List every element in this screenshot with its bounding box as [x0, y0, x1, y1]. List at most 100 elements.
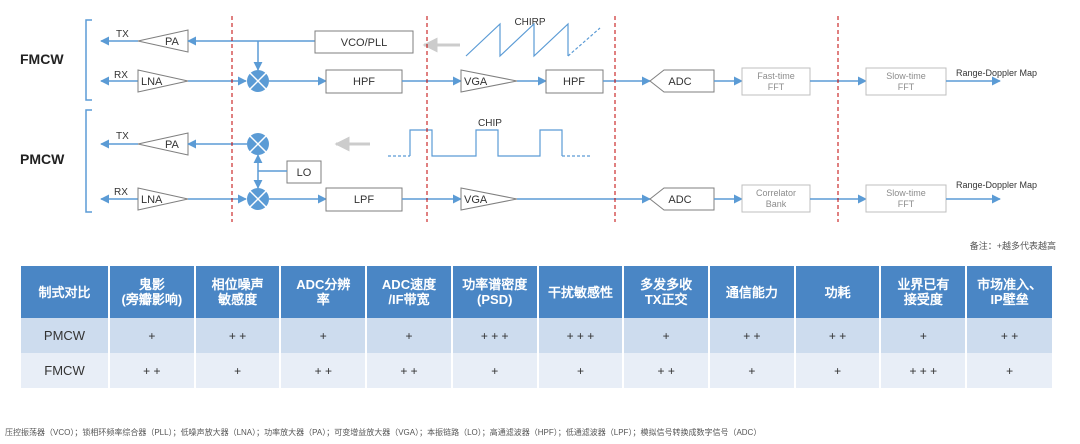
table-cell: + + [623, 353, 711, 388]
fmcw-fast-fft-label-2: FFT [768, 82, 785, 92]
header-text-line: (PSD) [477, 292, 513, 307]
pmcw-vga-amplifier [460, 187, 518, 211]
table-header-cell: ADC分辨率 [280, 266, 368, 318]
pmcw-rx-mixer-icon [247, 188, 269, 210]
fmcw-tx-label: TX [116, 29, 129, 40]
header-text-line: (旁瓣影响) [121, 292, 183, 307]
block-diagram: FMCW TX PA VCO/PLL CHIRP RX LNA HPF VGA … [20, 16, 1037, 222]
pmcw-chip-waveform [409, 129, 563, 157]
pmcw-pa-amplifier [137, 132, 189, 156]
table-cell: + + + [880, 353, 968, 388]
header-text-line: IP壁垒 [990, 292, 1029, 307]
pmcw-tx-mixer-icon [247, 133, 269, 155]
table-header-cell: 鬼影(旁瓣影响) [109, 266, 196, 318]
table-header-cell: 业界已有接受度 [880, 266, 968, 318]
header-text: 制式对比 [38, 284, 91, 300]
table-header-cell: 相位噪声敏感度 [194, 266, 282, 318]
fmcw-slow-fft-block [865, 67, 947, 96]
table-cell: + + [966, 318, 1052, 353]
fmcw-hpf1-label: HPF [353, 76, 375, 88]
table-cell: + [451, 353, 539, 388]
table-cell: + + + [537, 318, 625, 353]
table-cell: + [280, 318, 368, 353]
table-header-cell: ADC速度/IF带宽 [366, 266, 453, 318]
header-text-line: /IF带宽 [388, 292, 430, 307]
table-cell: + [623, 318, 711, 353]
pmcw-chip-label: CHIP [478, 118, 502, 129]
pmcw-vga-label: VGA [464, 194, 488, 206]
pmcw-lo-block [286, 160, 322, 184]
table-header-row: 制式对比 鬼影(旁瓣影响) 相位噪声敏感度 ADC分辨率 ADC速度/IF带宽 … [21, 266, 1052, 318]
fmcw-title: FMCW [20, 51, 64, 67]
table-row-pmcw: PMCW + + + + + + + + + + + + + + + + + +… [21, 318, 1052, 353]
fmcw-hpf2-label: HPF [563, 76, 585, 88]
table-cell: + [794, 353, 882, 388]
pmcw-tx-label: TX [116, 131, 129, 142]
pmcw-slow-fft-block [865, 184, 947, 213]
header-text-line: ADC速度 [381, 277, 437, 292]
header-text-line: 敏感度 [218, 292, 258, 307]
table-cell: + + [280, 353, 368, 388]
fmcw-vco-pll-block [314, 30, 414, 54]
pmcw-title: PMCW [20, 151, 65, 167]
pmcw-lna-amplifier [137, 187, 189, 211]
table-cell: + [709, 353, 796, 388]
fmcw-output-label: Range-Doppler Map [956, 68, 1037, 78]
fmcw-vco-pll-label: VCO/PLL [341, 37, 387, 49]
fmcw-pa-amplifier [137, 29, 189, 53]
header-text: 干扰敏感性 [547, 284, 613, 300]
table-cell: + [880, 318, 968, 353]
table-header-cell: 通信能力 [709, 266, 796, 318]
header-text-line: 功率谱密度 [462, 277, 528, 292]
fmcw-slow-fft-label-2: FFT [898, 82, 915, 92]
table-header-cell: 制式对比 [21, 266, 110, 318]
fmcw-chirp-waveform-tail [567, 27, 601, 57]
fmcw-lna-amplifier [137, 69, 189, 93]
fmcw-bracket [85, 19, 92, 101]
table-cell: + + [794, 318, 882, 353]
fmcw-rx-label: RX [114, 70, 128, 81]
table-header-cell: 干扰敏感性 [537, 266, 625, 318]
fmcw-slow-fft-label-1: Slow-time [886, 71, 926, 81]
header-text: 功耗 [824, 284, 851, 300]
header-text-line: 率 [316, 292, 330, 307]
table-cell: + + [366, 353, 453, 388]
header-text-line: 接受度 [903, 292, 943, 307]
table-cell: + + + [451, 318, 539, 353]
fmcw-lna-label: LNA [141, 76, 163, 88]
table-header-cell: 市场准入、IP壁垒 [966, 266, 1052, 318]
comparison-table: 制式对比 鬼影(旁瓣影响) 相位噪声敏感度 ADC分辨率 ADC速度/IF带宽 … [21, 266, 1052, 388]
header-text: 通信能力 [725, 284, 778, 300]
table-cell: PMCW [21, 318, 110, 353]
table-cell: FMCW [21, 353, 110, 388]
table-cell: + + [709, 318, 796, 353]
pmcw-bracket [85, 109, 92, 213]
pmcw-lo-label: LO [297, 167, 312, 179]
pmcw-output-label: Range-Doppler Map [956, 180, 1037, 190]
table-cell: + [966, 353, 1052, 388]
pmcw-lna-label: LNA [141, 194, 163, 206]
header-text-line: ADC分辨 [296, 277, 351, 292]
pmcw-adc-label: ADC [668, 194, 691, 206]
pmcw-pa-label: PA [165, 139, 180, 151]
pmcw-lpf-label: LPF [354, 194, 374, 206]
table-row-fmcw: FMCW + + + + + + + + + + + + + + + + + [21, 353, 1052, 388]
pmcw-rx-label: RX [114, 187, 128, 198]
fmcw-fast-fft-block [741, 67, 811, 96]
header-text-line: 相位噪声 [211, 277, 264, 292]
table-cell: + + [194, 318, 282, 353]
fmcw-vga-label: VGA [464, 76, 488, 88]
pmcw-correlator-label-1: Correlator [756, 188, 796, 198]
table-header-cell: 功耗 [794, 266, 882, 318]
fmcw-pa-label: PA [165, 36, 180, 48]
fmcw-chirp-label: CHIRP [514, 17, 545, 28]
pmcw-slow-fft-label-1: Slow-time [886, 188, 926, 198]
abbreviation-footnote: 压控振荡器（VCO）；锁相环频率综合器（PLL）；低噪声放大器（LNA）；功率放… [5, 428, 762, 437]
pmcw-slow-fft-label-2: FFT [898, 199, 915, 209]
fmcw-chirp-waveform [465, 22, 569, 58]
table-cell: + [109, 318, 196, 353]
table-cell: + + [109, 353, 196, 388]
fmcw-vga-amplifier [460, 69, 518, 93]
header-text-line: TX正交 [644, 292, 688, 307]
